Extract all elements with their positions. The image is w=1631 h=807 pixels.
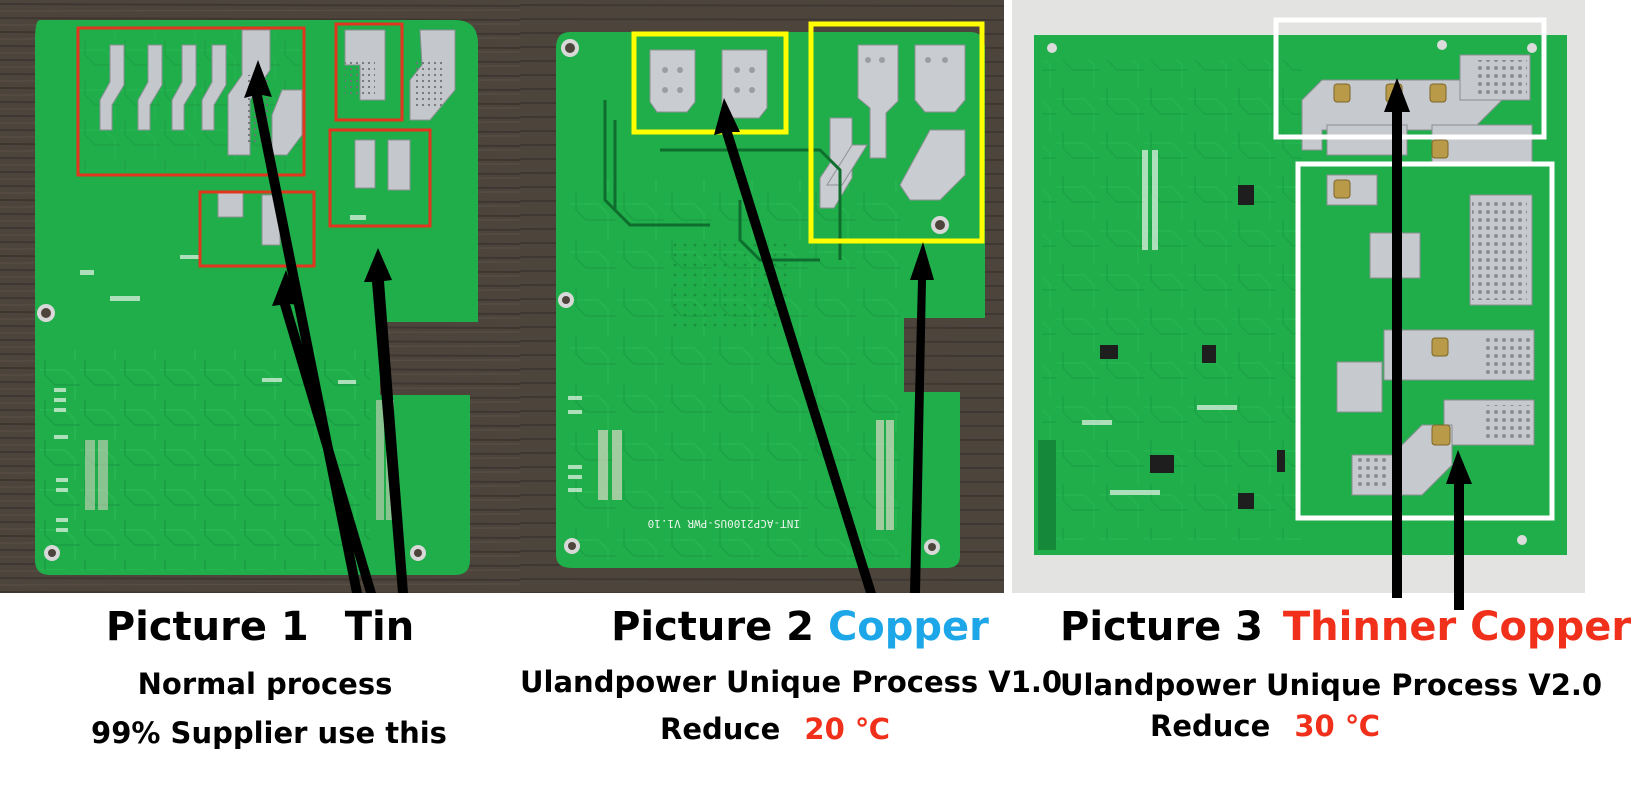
photo-1-tin-process [0, 0, 520, 593]
picture-3-reduce-value: 30 ℃ [1294, 709, 1380, 743]
picture-3-line-1: Ulandpower Unique Process V2.0 [1060, 668, 1603, 702]
picture-2-material: Copper [827, 604, 989, 650]
picture-2-reduce: Reduce 20 ℃ [520, 712, 1030, 746]
picture-2-line-1: Ulandpower Unique Process V1.0 [520, 665, 1063, 699]
picture-1-line-2: 99% Supplier use this [91, 716, 447, 750]
picture-3-reduce-label: Reduce [1150, 709, 1271, 743]
picture-2-title-row: Picture 2 Copper [520, 604, 1080, 650]
picture-2-title: Picture 2 [611, 604, 815, 650]
picture-1-material: Tin [344, 604, 415, 650]
picture-3-title: Picture 3 [1060, 604, 1263, 650]
picture-1-title-row: Picture 1 Tin [0, 604, 520, 650]
photo-3-thinner-copper-process [1012, 0, 1585, 610]
picture-3-material: Thinner Copper [1282, 604, 1631, 650]
picture-1-line-1: Normal process [137, 667, 393, 701]
picture-2-reduce-value: 20 ℃ [804, 712, 890, 746]
picture-2-reduce-label: Reduce [660, 712, 781, 746]
photo-2-copper-process: INT-ACP2100US-PWR V1.10 [520, 0, 1004, 593]
picture-3-reduce: Reduce 30 ℃ [1150, 709, 1380, 743]
picture-3-title-row: Picture 3 Thinner Copper [1060, 604, 1631, 650]
board-silkscreen-text: INT-ACP2100US-PWR V1.10 [648, 517, 800, 530]
picture-1-title: Picture 1 [105, 604, 309, 650]
